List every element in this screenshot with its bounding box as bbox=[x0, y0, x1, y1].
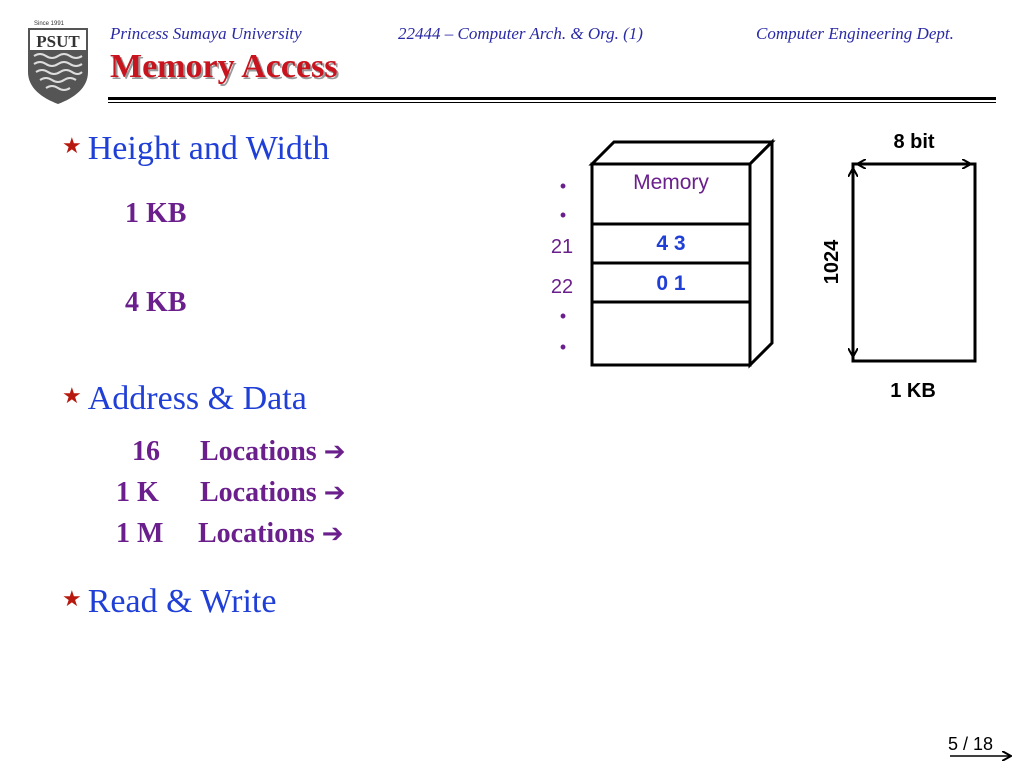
memory-cell-value: 4 3 bbox=[656, 232, 685, 255]
bullet-read-write: ★Read & Write bbox=[62, 583, 276, 621]
location-label: Locations bbox=[200, 436, 317, 467]
right-arrow-icon: ➔ bbox=[323, 437, 346, 467]
memory-box bbox=[588, 138, 776, 369]
location-row: Locations ➔ bbox=[200, 436, 345, 468]
bullet-label: Address & Data bbox=[87, 380, 307, 417]
location-row: Locations ➔ bbox=[198, 518, 343, 550]
psut-logo: Since 1991 PSUT bbox=[28, 21, 88, 104]
right-arrow-icon: ➔ bbox=[323, 478, 346, 508]
location-label: Locations bbox=[200, 477, 317, 508]
header-rule bbox=[108, 97, 996, 100]
height-label: 1024 bbox=[821, 239, 843, 284]
address-dot: • bbox=[560, 205, 566, 225]
header-rule-thin bbox=[108, 102, 996, 103]
location-label: Locations bbox=[198, 518, 315, 549]
width-label: 8 bit bbox=[893, 131, 934, 153]
memory-cell-value: 0 1 bbox=[656, 272, 686, 295]
header-university: Princess Sumaya University bbox=[110, 24, 302, 43]
address-dot: • bbox=[560, 306, 566, 326]
block-size-label: 1 KB bbox=[890, 380, 936, 402]
location-count: 16 bbox=[132, 436, 160, 467]
address-dot: • bbox=[560, 176, 566, 196]
address-dot: • bbox=[560, 337, 566, 357]
header-department: Computer Engineering Dept. bbox=[756, 24, 954, 43]
bullet-address-data: ★Address & Data bbox=[62, 380, 307, 418]
bullet-label: Height and Width bbox=[87, 130, 330, 167]
address-label: 22 bbox=[551, 276, 573, 298]
bullet-label: Read & Write bbox=[87, 583, 277, 620]
address-label: 21 bbox=[551, 236, 573, 258]
header-course: 22444 – Computer Arch. & Org. (1) bbox=[398, 24, 643, 43]
right-arrow-icon: ➔ bbox=[321, 519, 344, 549]
logo-text: PSUT bbox=[36, 32, 80, 51]
star-bullet-icon: ★ bbox=[62, 133, 82, 158]
location-count: 1 M bbox=[116, 518, 164, 549]
star-bullet-icon: ★ bbox=[62, 586, 82, 611]
bullet-height-width: ★Height and Width bbox=[62, 130, 329, 168]
slide-title: Memory Access bbox=[110, 48, 338, 85]
location-count: 1 K bbox=[116, 477, 159, 508]
page-number: 5 / 18 bbox=[948, 734, 994, 754]
logo-since-text: Since 1991 bbox=[34, 21, 65, 27]
memory-title: Memory bbox=[633, 171, 709, 194]
location-row: Locations ➔ bbox=[200, 477, 345, 509]
kb-block bbox=[851, 162, 977, 363]
star-bullet-icon: ★ bbox=[62, 383, 82, 408]
size-4kb: 4 KB bbox=[125, 287, 187, 318]
size-1kb: 1 KB bbox=[125, 198, 187, 229]
